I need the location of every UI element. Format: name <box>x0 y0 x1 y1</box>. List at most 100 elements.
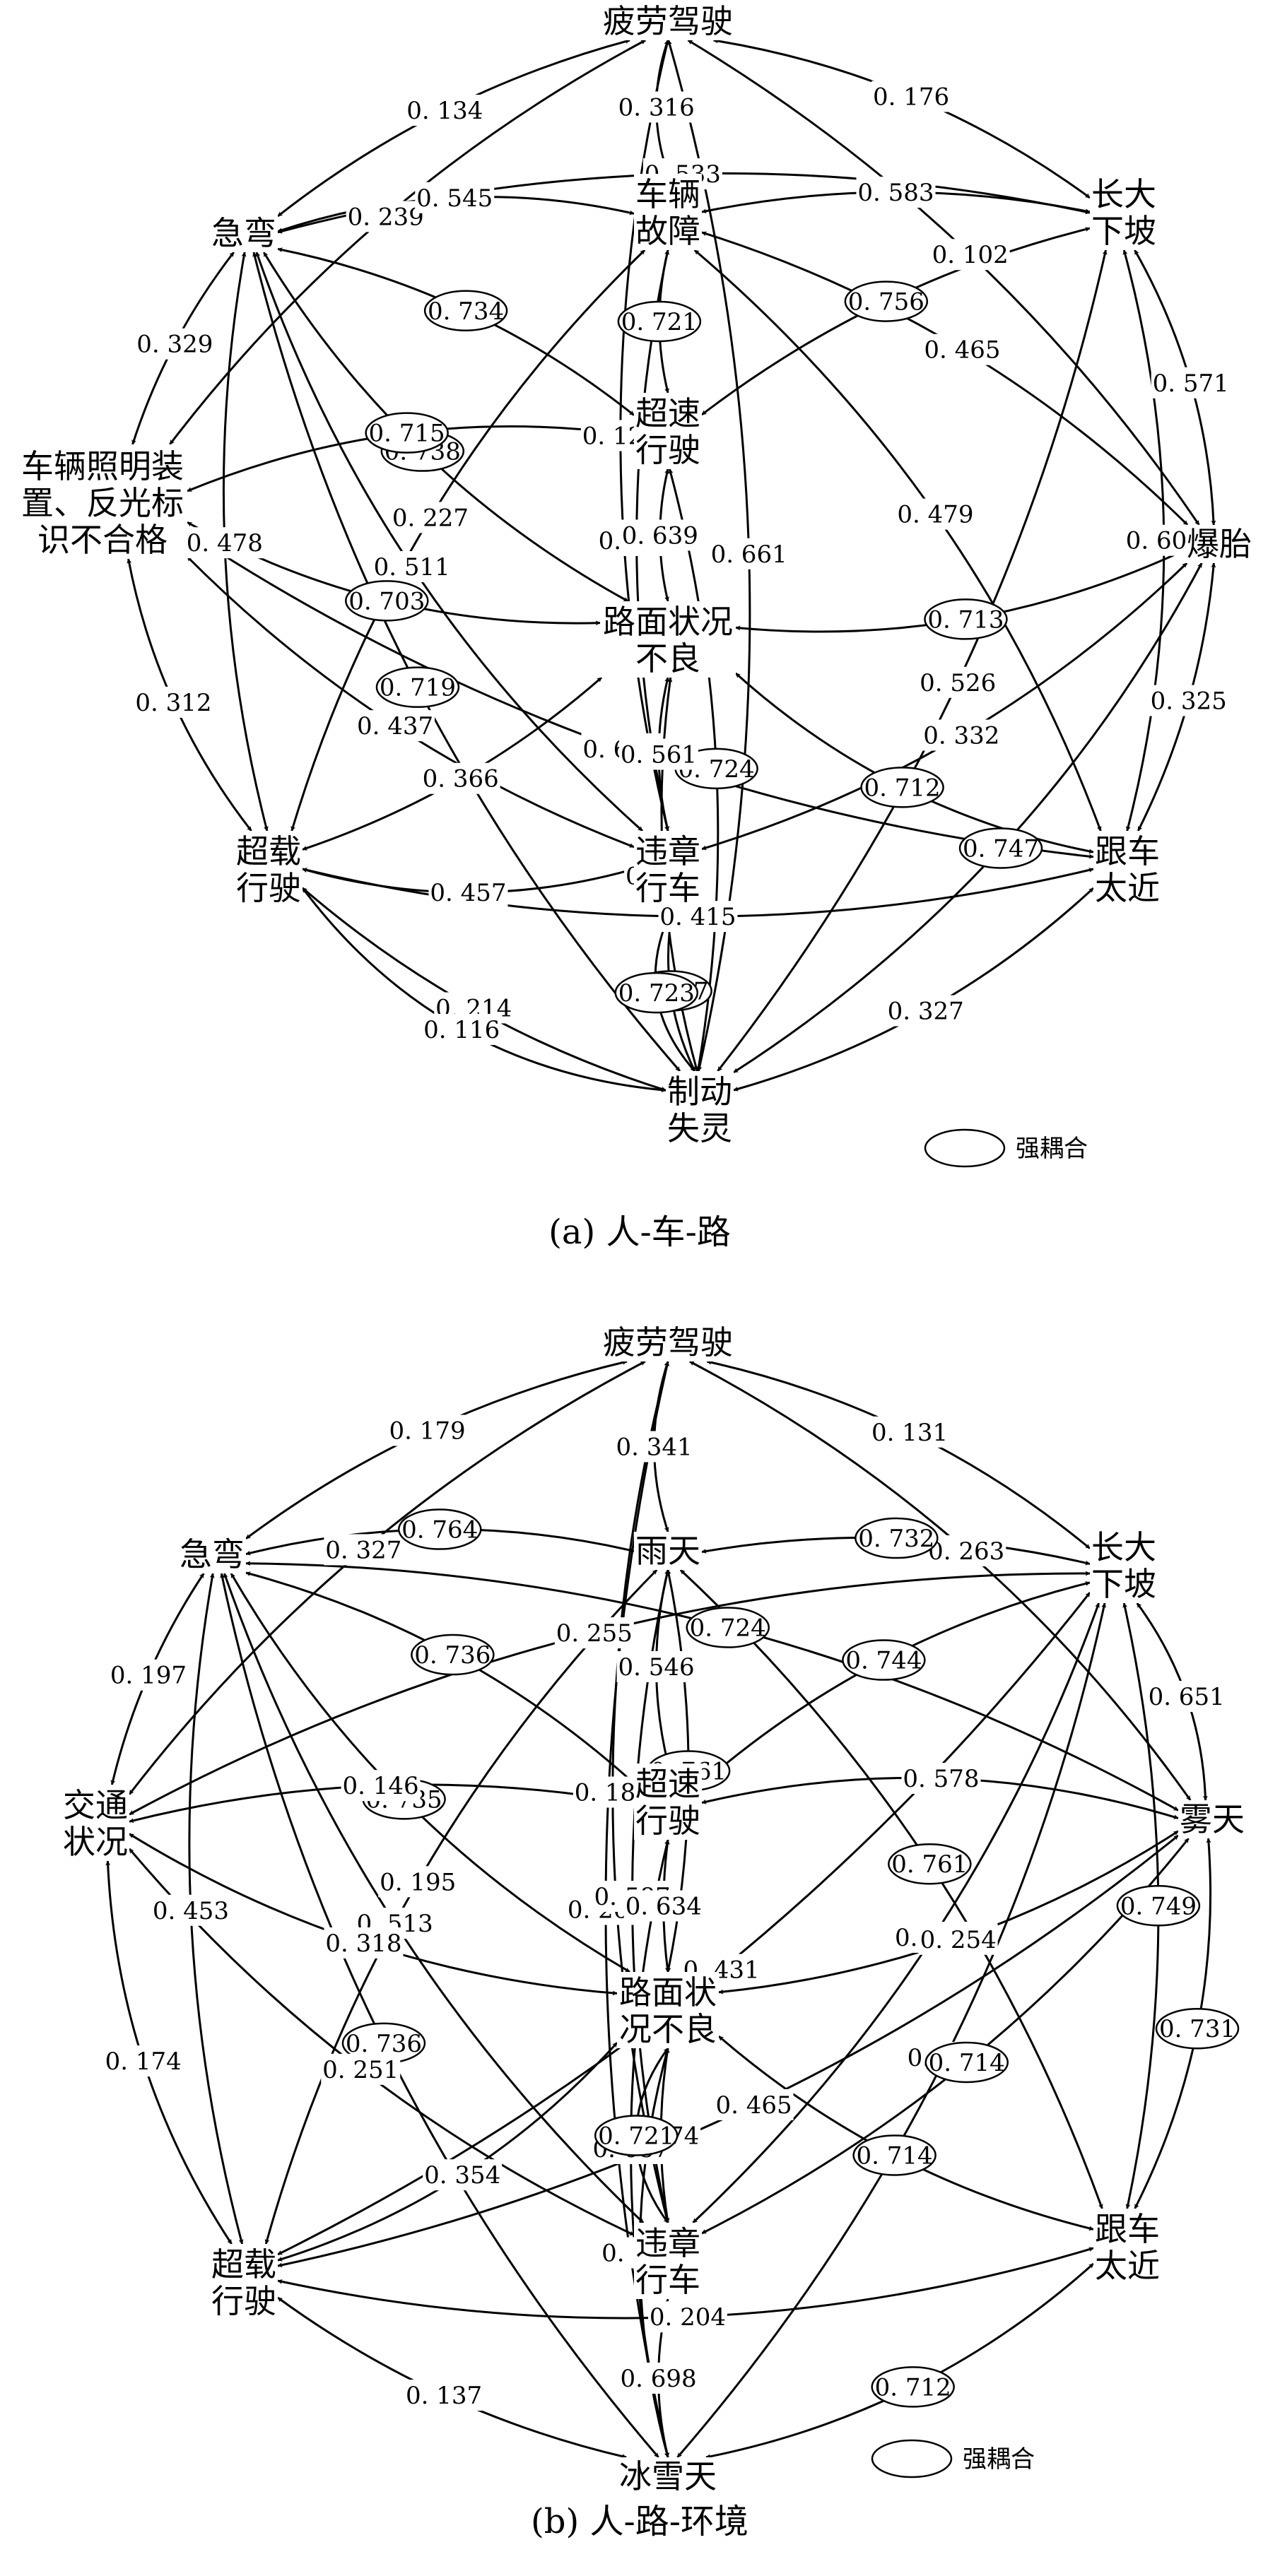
coupling-value: 0. 546 <box>618 1653 694 1682</box>
coupling-value: 0. 325 <box>1151 687 1227 716</box>
label-bg <box>341 1770 421 1802</box>
label-bg <box>346 201 425 232</box>
coupling-value: 0. 712 <box>864 774 941 802</box>
label-bg <box>618 738 698 770</box>
coupling-value: 0. 312 <box>135 689 211 717</box>
coupling-value: 0. 263 <box>928 1537 1004 1566</box>
label-bg <box>372 551 452 583</box>
label-bg <box>421 762 500 794</box>
label-bg <box>405 95 485 126</box>
node-slope: 长大下坡 <box>1091 175 1156 250</box>
coupling-value: 0. 479 <box>897 501 973 529</box>
nodes: 疲劳驾驶急弯雨天长大下坡交通状况超速行驶雾天路面状况不良超载行驶违章行车跟车太近… <box>61 1323 1246 2495</box>
coupling-value: 0. 719 <box>380 674 456 702</box>
coupling-value: 0. 721 <box>598 2122 674 2151</box>
coupling-value: 0. 714 <box>929 2049 1005 2077</box>
edge-curve-speed <box>277 247 635 416</box>
node-vfault: 车辆故障 <box>635 175 700 250</box>
coupling-value: 0. 712 <box>875 2373 951 2401</box>
strong-coupling-ellipse <box>842 1639 926 1681</box>
label-bg <box>428 877 508 909</box>
node-curve: 急弯 <box>211 214 276 252</box>
coupling-value: 0. 204 <box>650 2303 726 2332</box>
label-bg <box>618 2363 698 2394</box>
node-line: 急弯 <box>211 214 276 252</box>
node-brake: 制动失灵 <box>667 1073 732 1147</box>
coupling-value: 0. 731 <box>1159 2015 1235 2043</box>
node-line: 超速 <box>635 1765 700 1803</box>
label-bg <box>387 1414 467 1446</box>
node-bg <box>1093 2209 1161 2285</box>
coupling-value: 0. 721 <box>621 308 698 336</box>
node-close: 跟车太近 <box>1095 2210 1160 2285</box>
label-bg <box>356 710 435 742</box>
edge-slope-brake <box>717 249 1108 1072</box>
label-bg <box>922 333 1002 365</box>
strong-coupling-ellipse <box>614 971 699 1014</box>
node-slope: 长大下坡 <box>1091 1528 1156 1603</box>
node-line: 置、反光标 <box>21 484 184 522</box>
strong-coupling-ellipse <box>397 1508 482 1550</box>
node-line: 下坡 <box>1091 212 1156 250</box>
node-line: 况不良 <box>619 2010 717 2048</box>
strong-coupling-ellipse <box>958 827 1043 869</box>
node-bg <box>18 444 187 559</box>
coupling-value: 0. 761 <box>891 1850 968 1879</box>
coupling-value: 0. 415 <box>659 903 736 931</box>
coupling-value: 0. 583 <box>857 179 934 207</box>
coupling-value: 0. 146 <box>343 1772 419 1800</box>
node-bg <box>666 1071 734 1147</box>
coupling-value: 0. 736 <box>414 1641 491 1670</box>
coupling-value: 0. 736 <box>346 2030 422 2058</box>
node-line: 疲劳驾驶 <box>603 1323 733 1361</box>
legend: 强耦合 <box>871 2439 1035 2478</box>
node-line: 识不合格 <box>37 521 168 559</box>
coupling-value: 0. 698 <box>620 2365 696 2393</box>
node-line: 路面状 <box>619 1973 717 2011</box>
coupling-value: 0. 251 <box>322 2056 399 2084</box>
node-bg <box>634 1532 702 1570</box>
legend-label: 强耦合 <box>963 2445 1035 2474</box>
node-bg <box>178 1535 246 1573</box>
label-bg <box>390 502 470 533</box>
edge-road-close <box>734 672 1094 854</box>
node-ice: 冰雪天 <box>619 2457 717 2495</box>
node-fog: 雾天 <box>1180 1800 1245 1838</box>
label-bg <box>616 1651 696 1682</box>
node-bg <box>1090 174 1158 250</box>
node-bg <box>600 2 736 40</box>
coupling-value: 0. 714 <box>857 2141 933 2170</box>
label-bg <box>415 182 495 213</box>
node-fatigue: 疲劳驾驶 <box>603 1323 733 1361</box>
coupling-value: 0. 316 <box>618 94 695 122</box>
label-bg <box>856 177 936 208</box>
node-line: 车辆照明装 <box>21 447 184 485</box>
coupling-value: 0. 137 <box>406 2382 482 2410</box>
node-bg <box>235 831 303 907</box>
coupling-value: 0. 478 <box>187 529 263 557</box>
node-rain: 雨天 <box>635 1532 700 1570</box>
coupling-value: 0. 713 <box>927 605 1004 634</box>
coupling-value: 0. 465 <box>924 336 1000 365</box>
node-line: 车辆 <box>635 175 700 213</box>
coupling-value: 0. 354 <box>424 2161 500 2190</box>
legend: 强耦合 <box>924 1128 1088 1168</box>
edge-slope-viol <box>692 1602 1100 2224</box>
coupling-value: 0. 715 <box>369 420 445 448</box>
node-line: 行驶 <box>635 431 700 469</box>
node-line: 行车 <box>635 869 700 907</box>
coupling-value: 0. 732 <box>858 1525 934 1553</box>
node-road: 路面状况不良 <box>619 1973 717 2048</box>
label-bg <box>109 1659 189 1691</box>
coupling-value: 0. 327 <box>888 998 964 1026</box>
coupling-value: 0. 329 <box>136 331 213 359</box>
node-line: 雨天 <box>635 1532 700 1570</box>
coupling-value: 0. 639 <box>622 522 698 550</box>
node-bg <box>634 393 702 469</box>
label-bg <box>423 2159 503 2191</box>
node-line: 违章 <box>635 832 700 870</box>
